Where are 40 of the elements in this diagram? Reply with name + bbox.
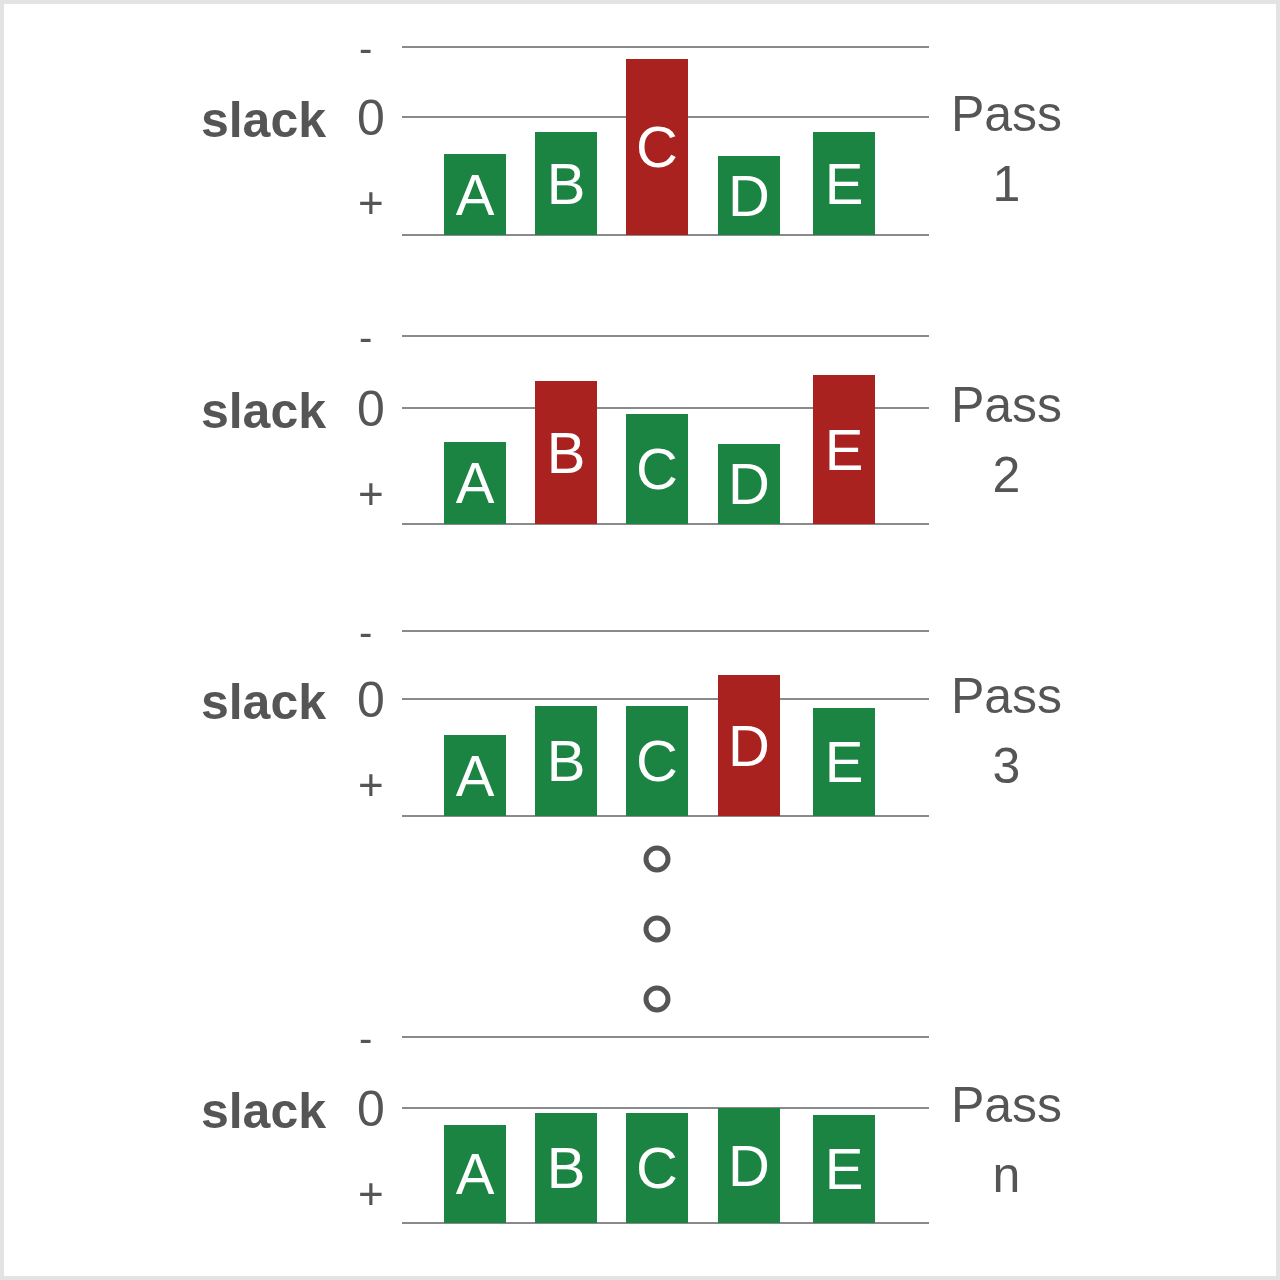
axis-label: slack (200, 91, 326, 150)
axis-label: slack (200, 1082, 326, 1141)
minus-sign: - (359, 1015, 373, 1062)
minus-sign: - (359, 25, 373, 72)
slack-bar: A (444, 154, 506, 235)
pass-label: Pass 3 (949, 667, 1064, 796)
slack-bar: B (535, 706, 597, 816)
slack-bar: A (444, 442, 506, 524)
slack-bar: C (626, 414, 688, 524)
slack-bar: C (626, 59, 688, 235)
minus-sign: - (359, 314, 373, 361)
pass-label: Pass 1 (949, 85, 1064, 214)
slack-bar: B (535, 1113, 597, 1223)
tick-label: 0 (357, 671, 385, 730)
axis-label: slack (200, 673, 326, 732)
plus-sign: + (358, 1168, 384, 1220)
tick-label: 0 (357, 89, 385, 148)
tick-label: 0 (357, 1080, 385, 1139)
pass-label: Pass n (949, 1076, 1064, 1205)
slack-bar: A (444, 1125, 506, 1223)
slack-bar: A (444, 735, 506, 816)
axis-label: slack (200, 382, 326, 441)
slack-bar: C (626, 706, 688, 816)
pass-label: Pass 2 (949, 376, 1064, 505)
slack-bar: E (813, 1115, 875, 1223)
slack-bar: D (718, 156, 780, 235)
slack-bar: B (535, 381, 597, 524)
minus-sign: - (359, 609, 373, 656)
tick-label: 0 (357, 380, 385, 439)
slack-bar: B (535, 132, 597, 235)
slack-bar: D (718, 1108, 780, 1223)
slack-bar: E (813, 708, 875, 816)
plus-sign: + (358, 468, 384, 520)
slack-bar: E (813, 375, 875, 524)
slack-bar: C (626, 1113, 688, 1223)
slack-bar: D (718, 444, 780, 524)
plus-sign: + (358, 759, 384, 811)
plus-sign: + (358, 177, 384, 229)
slack-bar: E (813, 132, 875, 235)
slack-bar: D (718, 675, 780, 816)
